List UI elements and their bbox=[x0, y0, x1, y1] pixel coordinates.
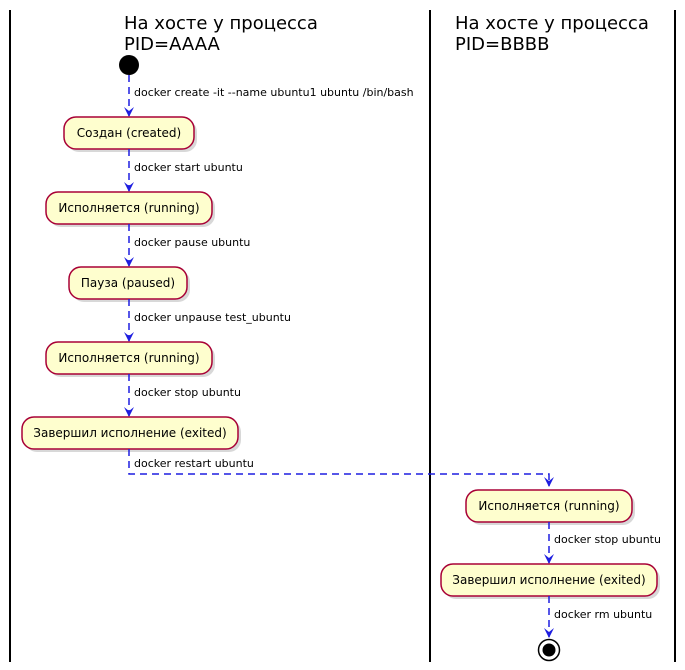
edge-exited-restart bbox=[128, 449, 554, 487]
edge-label-start: docker start ubuntu bbox=[134, 161, 243, 174]
node-label-paused: Пауза (paused) bbox=[81, 276, 175, 290]
edge-label-unpause: docker unpause test_ubuntu bbox=[134, 311, 291, 324]
node-label-running-3: Исполняется (running) bbox=[478, 499, 619, 513]
lane-title-bbbb-line2: PID=BBBB bbox=[455, 34, 550, 55]
lane-title-bbbb-line1: На хосте у процесса bbox=[455, 13, 649, 34]
edge-label-restart: docker restart ubuntu bbox=[134, 457, 254, 470]
node-label-exited-1: Завершил исполнение (exited) bbox=[33, 426, 226, 440]
node-exited-1 bbox=[21, 416, 239, 450]
end-node bbox=[537, 638, 561, 662]
start-node bbox=[119, 55, 139, 75]
lane-title-aaaa-line2: PID=AAAA bbox=[124, 34, 221, 55]
node-paused bbox=[68, 266, 188, 300]
edge-label-rm: docker rm ubuntu bbox=[554, 608, 652, 621]
edge-label-create: docker create -it --name ubuntu1 ubuntu … bbox=[134, 86, 414, 99]
edge-label-stop-2: docker stop ubuntu bbox=[554, 533, 661, 546]
edge-label-pause: docker pause ubuntu bbox=[134, 236, 250, 249]
lane-title-aaaa-line1: На хосте у процесса bbox=[124, 13, 318, 34]
node-label-exited-2: Завершил исполнение (exited) bbox=[452, 573, 645, 587]
node-label-created: Создан (created) bbox=[77, 126, 181, 140]
node-label-running-1: Исполняется (running) bbox=[58, 201, 199, 215]
edge-label-stop-1: docker stop ubuntu bbox=[134, 386, 241, 399]
node-label-running-2: Исполняется (running) bbox=[58, 351, 199, 365]
